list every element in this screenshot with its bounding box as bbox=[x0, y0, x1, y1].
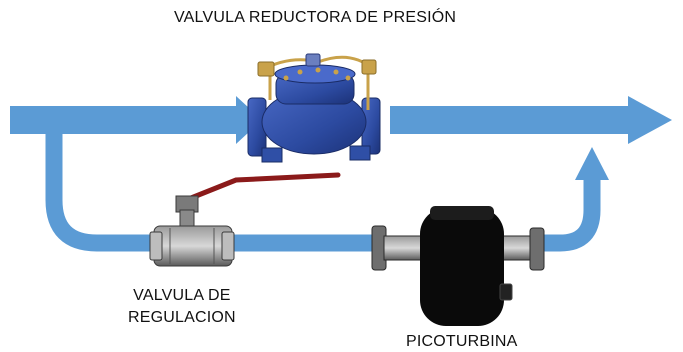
regulating-valve-label: VALVULA DE REGULACION bbox=[128, 285, 236, 329]
regulating-valve-label-line2: REGULACION bbox=[128, 309, 236, 326]
picoturbine bbox=[371, 206, 545, 326]
bypass-outlet-arrowhead bbox=[575, 147, 609, 180]
bypass-pipe bbox=[45, 134, 601, 252]
pressure-reducing-valve bbox=[247, 53, 381, 163]
regulating-valve-label-line1: VALVULA DE bbox=[133, 287, 231, 304]
picoturbine-label: PICOTURBINA bbox=[406, 333, 518, 350]
regulating-ball-valve bbox=[149, 172, 341, 267]
pressure-reducing-valve-label: VALVULA REDUCTORA DE PRESIÓN bbox=[174, 9, 457, 26]
main-flow-arrow bbox=[10, 96, 672, 144]
